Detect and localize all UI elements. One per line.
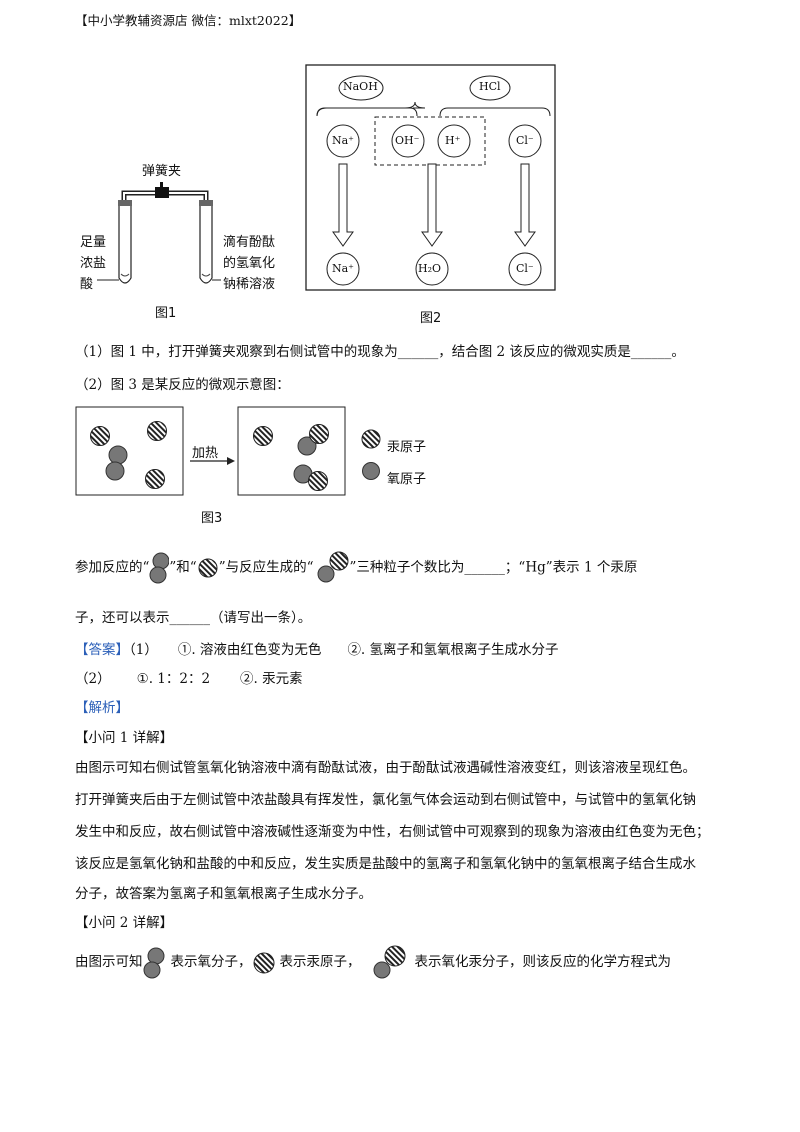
oxygen-molecule-icon bbox=[143, 947, 164, 978]
ion-na-bottom: Na⁺ bbox=[332, 262, 354, 275]
ion-cl-top: Cl⁻ bbox=[516, 134, 534, 147]
ion-reaction-diagram bbox=[305, 64, 556, 291]
mercury-atom-icon bbox=[198, 558, 218, 578]
figure-2: NaOH HCl Na⁺ OH⁻ H⁺ Cl⁻ Na⁺ H₂O Cl⁻ 图2 bbox=[305, 64, 557, 329]
answer-tag: 【答案】 bbox=[75, 642, 129, 658]
sub1-title: 【小问 1 详解】 bbox=[75, 730, 174, 746]
mercury-oxide-molecule-icon bbox=[317, 551, 349, 583]
right-tube-label: 滴有酚酞 的氢氧化 钠稀溶液 bbox=[223, 235, 276, 292]
sub2-line: 由图示可知表示氧分子，表示汞原子，表示氧化汞分子，则该反应的化学方程式为 bbox=[75, 942, 671, 982]
question-2-intro: （2）图 3 是某反应的微观示意图： bbox=[75, 377, 290, 393]
apparatus-diagram bbox=[97, 182, 221, 284]
figure-1-caption: 图1 bbox=[155, 306, 177, 321]
sub1-line-4: 该反应是氢氧化钠和盐酸的中和反应，发生实质是盐酸中的氢离子和氢氧化钠中的氢氧根离… bbox=[75, 856, 696, 872]
figure-1: 弹簧夹 足量 浓盐 酸 滴有酚酞 的氢氧化 钠稀溶液 图1 bbox=[75, 150, 305, 330]
legend-mercury: 汞原子 bbox=[387, 440, 427, 455]
hcl-label: HCl bbox=[479, 80, 501, 93]
ion-na-top: Na⁺ bbox=[332, 134, 354, 147]
naoh-label: NaOH bbox=[343, 80, 378, 93]
sub1-line-3: 发生中和反应，故右侧试管中溶液碱性逐渐变为中性，右侧试管中可观察到的现象为溶液由… bbox=[75, 824, 710, 840]
heat-label: 加热 bbox=[192, 446, 219, 461]
mercury-atom-icon bbox=[253, 952, 274, 973]
question-2-ratio: 参加反应的“”和“”与反应生成的“”三种粒子个数比为______；“Hg”表示 … bbox=[75, 550, 637, 584]
analysis-tag: 【解析】 bbox=[75, 700, 129, 716]
sub1-line-5: 分子，故答案为氢离子和氢氧根离子生成水分子。 bbox=[75, 886, 372, 902]
figure-2-caption: 图2 bbox=[420, 311, 442, 326]
sub1-line-1: 由图示可知右侧试管氢氧化钠溶液中滴有酚酞试液，由于酚酞试液遇碱性溶液变红，则该溶… bbox=[75, 760, 696, 776]
ion-oh: OH⁻ bbox=[395, 134, 420, 147]
left-tube-label: 足量 浓盐 酸 bbox=[80, 235, 107, 292]
header-watermark: 【中小学教辅资源店 微信：mlxt2022】 bbox=[75, 13, 302, 28]
clip-label: 弹簧夹 bbox=[142, 164, 182, 179]
mercury-oxide-molecule-icon bbox=[373, 945, 405, 978]
reaction-micro-diagram bbox=[75, 406, 381, 496]
oxygen-molecule-icon bbox=[149, 552, 170, 584]
figure-3: 加热 汞原子 氧原子 图3 bbox=[75, 405, 455, 530]
sub1-line-2: 打开弹簧夹后由于左侧试管中浓盐酸具有挥发性，氯化氢气体会运动到右侧试管中，与试管… bbox=[75, 792, 696, 808]
molecule-h2o: H₂O bbox=[418, 262, 442, 275]
legend-oxygen: 氧原子 bbox=[387, 472, 427, 487]
question-1: （1）图 1 中，打开弹簧夹观察到右侧试管中的现象为______，结合图 2 该… bbox=[75, 344, 685, 360]
ion-cl-bottom: Cl⁻ bbox=[516, 262, 534, 275]
figure-3-caption: 图3 bbox=[201, 511, 223, 526]
ion-h: H⁺ bbox=[445, 134, 461, 147]
question-2-symbol: 子，还可以表示______（请写出一条）。 bbox=[75, 610, 312, 626]
sub2-title: 【小问 2 详解】 bbox=[75, 915, 174, 931]
